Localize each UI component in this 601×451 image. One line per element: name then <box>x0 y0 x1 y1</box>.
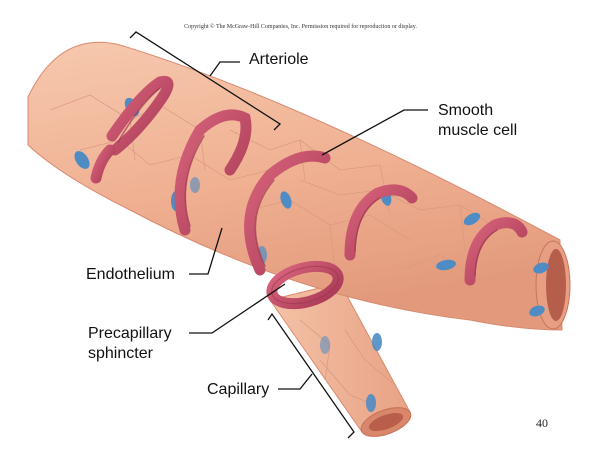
precapillary-sphincter-ring <box>266 260 344 310</box>
smooth-muscle-leader-line <box>321 109 428 156</box>
endothelium-label: Endothelium <box>86 266 175 283</box>
copyright-notice: Copyright © The McGraw-Hill Companies, I… <box>184 24 417 30</box>
arteriole-vessel <box>27 41 571 331</box>
page-number: 40 <box>536 416 548 430</box>
arteriole-bracket <box>129 31 282 131</box>
smooth-muscle-label-line2: muscle cell <box>438 122 518 139</box>
precapillary-label-line1: Precapillary <box>88 325 172 342</box>
capillary-label: Capillary <box>207 381 270 398</box>
smooth-muscle-label-line1: Smooth <box>438 102 494 119</box>
precapillary-leader-line <box>189 283 286 334</box>
smooth-muscle-bands <box>90 75 528 286</box>
capillary-vessel <box>269 282 412 437</box>
endothelium-leader-line <box>189 227 223 275</box>
precapillary-label-line2: sphincter <box>88 345 153 362</box>
capillary-bracket <box>267 312 355 439</box>
arteriole-label: Arteriole <box>249 51 309 68</box>
